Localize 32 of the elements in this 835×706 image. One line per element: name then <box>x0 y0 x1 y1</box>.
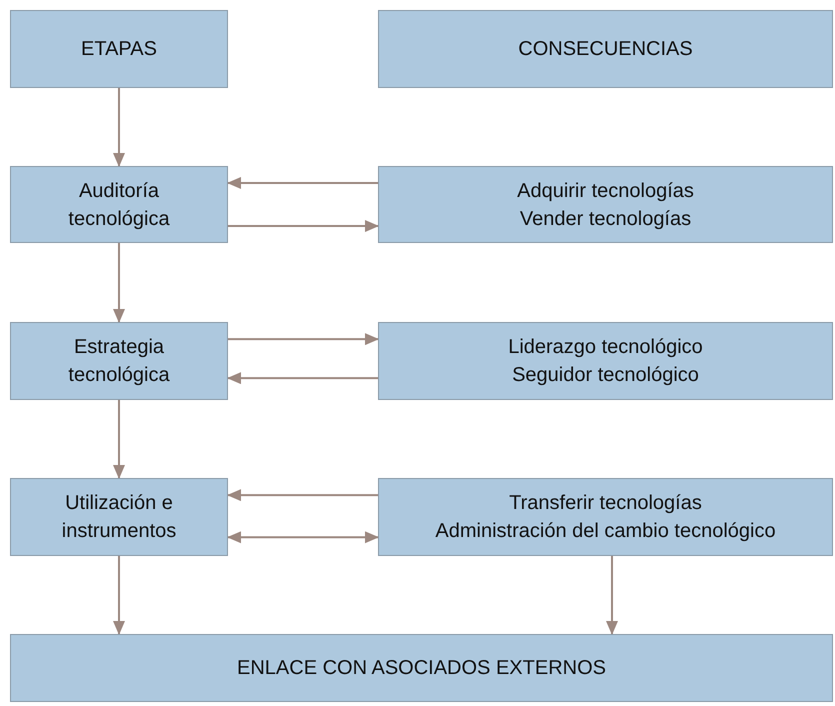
process-box <box>378 166 833 243</box>
arrow <box>113 243 125 323</box>
arrow <box>606 556 618 635</box>
box-text: Estrategia tecnológica <box>67 335 171 388</box>
process-box <box>378 322 833 400</box>
arrow <box>228 333 379 346</box>
arrow <box>227 372 378 384</box>
arrow <box>228 220 379 232</box>
box-text: Transferir tecnologías <box>509 491 702 516</box>
box-text: Liderazgo tecnológico <box>508 335 703 360</box>
arrow <box>113 400 125 479</box>
process-box <box>10 322 228 400</box>
box-text: ENLACE CON ASOCIADOS EXTERNOS <box>237 656 606 681</box>
box-text: Vender tecnologías <box>520 206 692 232</box>
arrow <box>227 531 379 544</box>
header-box <box>10 10 228 88</box>
header-box <box>378 10 833 88</box>
process-box <box>10 634 833 702</box>
process-box <box>10 166 228 243</box>
process-box <box>10 478 228 556</box>
box-text: Utilización e instrumentos <box>60 491 178 544</box>
box-text: CONSECUENCIAS <box>518 37 693 62</box>
arrow <box>227 489 378 502</box>
box-text: Adquirir tecnologías <box>517 178 694 204</box>
arrow <box>227 176 378 189</box>
arrow <box>113 88 125 167</box>
box-text: ETAPAS <box>81 37 157 62</box>
arrow <box>113 556 125 635</box>
process-box <box>378 478 833 556</box>
box-text: Administración del cambio tecnológico <box>435 519 776 544</box>
box-text: Auditoría tecnológica <box>67 178 171 232</box>
box-text: Seguidor tecnológico <box>512 363 699 388</box>
